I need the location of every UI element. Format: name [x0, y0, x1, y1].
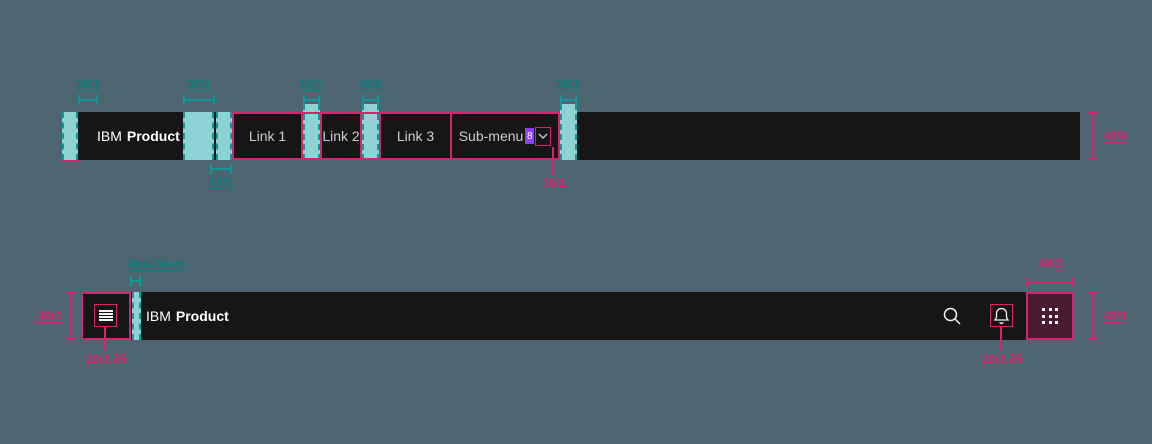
pink-border-seg	[303, 158, 320, 160]
app-switcher-button[interactable]	[1026, 292, 1074, 340]
nav-link-2[interactable]: Link 2	[320, 112, 362, 160]
leader-line	[1000, 327, 1002, 351]
measure-label: 8px/.5rem	[129, 257, 186, 271]
nav-link-1[interactable]: Link 1	[232, 112, 303, 160]
brand-prefix: IBM	[97, 128, 122, 144]
measure-label: 16/1	[299, 77, 323, 91]
menu-button[interactable]	[81, 292, 131, 340]
measure-bracket	[303, 95, 320, 105]
spacing-badge-8: 8	[525, 128, 535, 144]
nav-link-1-label: Link 1	[248, 128, 287, 144]
nav-link-3[interactable]: Link 3	[379, 112, 452, 160]
brand-prefix: IBM	[146, 308, 171, 324]
measure-label: 32/2	[187, 77, 211, 91]
spacing-strip-16-trailing	[560, 104, 577, 160]
app-switcher-grid-icon	[1042, 308, 1058, 324]
height-bracket	[1087, 292, 1097, 340]
chevron-annotation-box	[535, 126, 552, 146]
submenu-label: Sub-menu	[458, 128, 524, 144]
measure-label: 16/1	[358, 77, 382, 91]
leader-line	[552, 147, 554, 176]
menu-icon-annotation-box	[94, 304, 117, 327]
measure-label: 16/1	[209, 175, 233, 189]
nav-link-3-label: Link 3	[396, 128, 435, 144]
pink-border-seg	[362, 158, 379, 160]
measure-label: 16/1	[76, 77, 100, 91]
search-button[interactable]	[941, 305, 963, 327]
spacing-strip-32	[183, 112, 214, 160]
leader-line	[104, 327, 106, 351]
measure-label: 48/3	[1038, 256, 1062, 270]
measure-bracket	[210, 164, 232, 174]
measure-label: 20/1.25	[85, 352, 127, 366]
measure-bracket	[78, 95, 98, 105]
measure-bracket	[1026, 277, 1074, 287]
measure-bracket	[183, 95, 215, 105]
nav-link-2-label: Link 2	[322, 128, 360, 144]
measure-bracket	[362, 95, 379, 105]
notifications-button[interactable]	[990, 304, 1013, 327]
measure-bracket	[130, 276, 141, 286]
measure-label: 16/1	[556, 77, 580, 91]
pink-border-seg	[303, 112, 320, 114]
hamburger-menu-icon	[98, 310, 113, 321]
pink-base-segment	[62, 160, 80, 162]
spacing-strip-16-before-links	[216, 112, 232, 160]
height-label: 48/3	[1103, 129, 1127, 143]
height-label: 48/3	[37, 309, 61, 323]
pink-border-seg	[362, 112, 379, 114]
spacing-strip-16-gap-2	[362, 104, 379, 160]
brand-name: Product	[175, 308, 229, 324]
chevron-down-icon	[538, 133, 548, 139]
spacing-strip-16-gap-1	[303, 104, 320, 160]
nav-submenu-trigger[interactable]: Sub-menu 8	[450, 112, 560, 160]
brand-name: Product	[126, 128, 180, 144]
height-label: 48/3	[1103, 309, 1127, 323]
bell-icon	[993, 307, 1010, 324]
search-icon	[943, 307, 961, 325]
measure-label: 16/1	[542, 176, 566, 190]
height-bracket	[65, 292, 75, 340]
measure-label: 20/1.25	[981, 352, 1023, 366]
spacing-strip-16-leading	[62, 112, 78, 160]
bottom-header-bar	[81, 292, 1074, 340]
measure-bracket	[560, 95, 577, 105]
height-bracket	[1087, 112, 1097, 160]
spacing-strip-8	[132, 292, 141, 340]
